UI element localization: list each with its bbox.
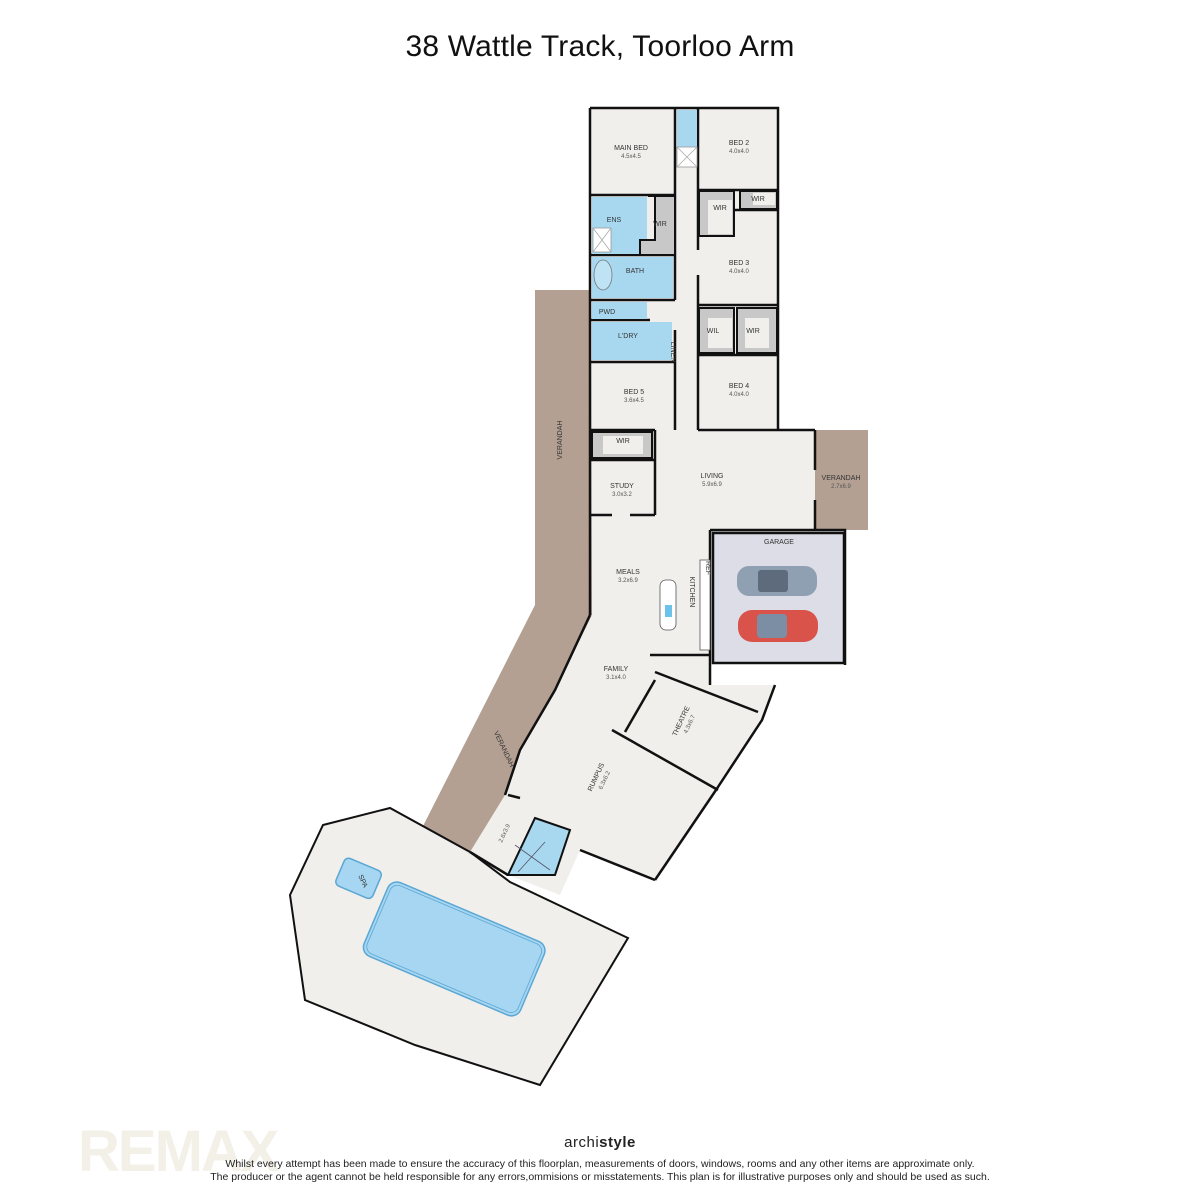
- room-label-main-bed: MAIN BED: [614, 145, 648, 152]
- spa: [335, 857, 383, 900]
- main-ensuite-wc: [677, 110, 697, 147]
- car-red-icon: [738, 610, 818, 642]
- room-label-living: LIVING: [701, 473, 724, 480]
- room-label-ref: REF: [704, 561, 711, 575]
- room-size-bed3: 4.0x4.0: [729, 269, 749, 275]
- room-label-wir-bed5: WIR: [616, 438, 630, 445]
- room-label-bed2: BED 2: [729, 140, 749, 147]
- room-size-living: 5.9x6.9: [702, 482, 722, 488]
- car-grey-icon: [737, 566, 817, 596]
- room-label-wir-bed2: WIR: [751, 196, 765, 203]
- room-label-wir-bed4: WIR: [746, 328, 760, 335]
- room-label-bed5: BED 5: [624, 389, 644, 396]
- room-size-bed4: 4.0x4.0: [729, 392, 749, 398]
- room-label-bed3: BED 3: [729, 260, 749, 267]
- room-size-verandah-east: 2.7x6.9: [831, 484, 851, 490]
- room-label-meals: MEALS: [616, 569, 640, 576]
- archistyle-logo: archistyle: [0, 1134, 1200, 1151]
- room-label-family: FAMILY: [604, 666, 629, 673]
- garage-floor: [711, 531, 846, 665]
- room-label-kitchen: KITCHEN: [688, 577, 695, 608]
- room-size-bed5: 3.6x4.5: [624, 398, 644, 404]
- page-title: 38 Wattle Track, Toorloo Arm: [405, 30, 795, 63]
- swimming-pool: [362, 881, 546, 1017]
- room-label-laundry: L'DRY: [618, 333, 638, 340]
- brand-prefix: archi: [564, 1134, 600, 1151]
- room-size-family: 3.1x4.0: [606, 675, 626, 681]
- laundry: [592, 322, 672, 360]
- room-label-bath: BATH: [626, 268, 644, 275]
- agency-watermark: REMAX: [78, 1119, 279, 1184]
- verandah-west: [420, 290, 592, 865]
- verandah-east: [815, 430, 868, 530]
- room-label-wil: WIL: [707, 328, 720, 335]
- room-label-wir-main: WIR: [653, 221, 667, 228]
- room-size-study: 3.0x3.2: [612, 492, 632, 498]
- room-label-ensuite: ENS: [607, 217, 622, 224]
- disclaimer-line-2: The producer or the agent cannot be held…: [210, 1171, 990, 1183]
- brand-suffix: style: [599, 1134, 636, 1151]
- room-label-verandah-east: VERANDAH: [822, 475, 861, 482]
- room-label-garage: GARAGE: [764, 539, 794, 546]
- room-label-powder: PWD: [599, 309, 615, 316]
- room-label-verandah-west: VERANDAH: [557, 421, 564, 460]
- room-size-main-bed: 4.5x4.5: [621, 154, 641, 160]
- pool-bathroom: [506, 816, 572, 876]
- room-size-bed2: 4.0x4.0: [729, 149, 749, 155]
- room-label-bed4: BED 4: [729, 383, 749, 390]
- kitchen-bench: [699, 559, 711, 651]
- disclaimer: Whilst every attempt has been made to en…: [0, 1158, 1200, 1184]
- room-label-study: STUDY: [610, 483, 634, 490]
- room-size-meals: 3.2x6.9: [618, 578, 638, 584]
- powder-room: [592, 302, 647, 319]
- room-label-linen: LINEN: [669, 342, 676, 363]
- disclaimer-line-1: Whilst every attempt has been made to en…: [225, 1158, 975, 1170]
- room-label-wir-bed3: WIR: [713, 205, 727, 212]
- bathtub: [593, 259, 613, 291]
